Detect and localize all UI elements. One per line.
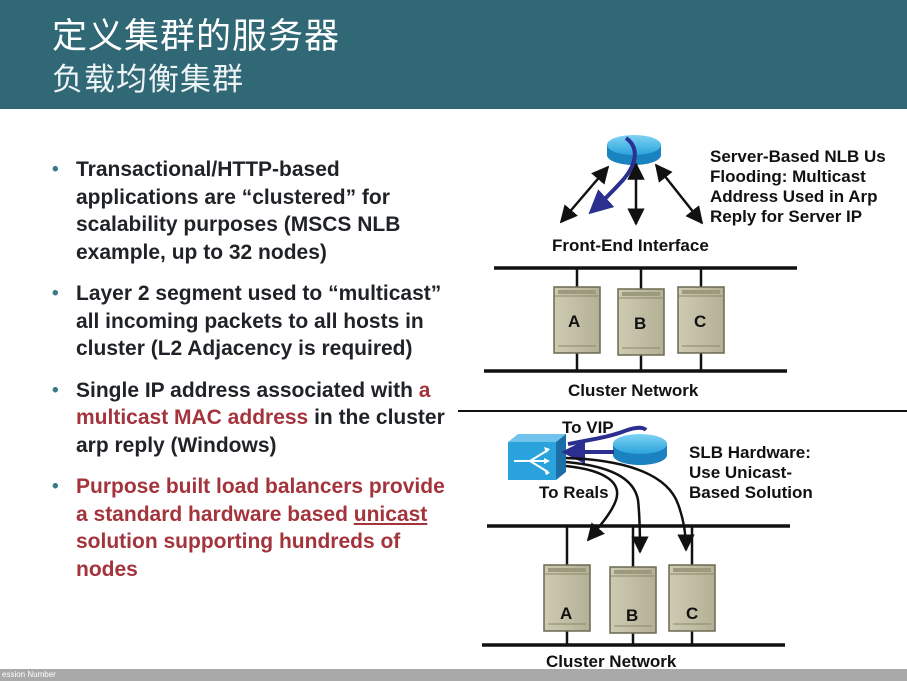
top-server-a: A [553,268,601,371]
real-arrow-a [565,464,619,542]
front-end-interface-label: Front-End Interface [552,236,709,255]
bottom-server-a-label: A [560,604,572,623]
bottom-server-a: A [543,526,591,645]
title-bar: 定义集群的服务器 负载均衡集群 [0,0,907,109]
top-arrow-right [654,163,704,225]
bottom-router-icon [613,434,667,465]
bullet-3-highlight: a multicast MAC address [76,378,431,430]
bottom-note-line-1: SLB Hardware: [689,443,811,462]
to-vip-label: To VIP [562,418,614,437]
bullet-3-post: in the cluster arp reply (Windows) [76,406,445,457]
top-server-b: B [617,268,665,371]
top-arrow-left [559,165,610,224]
top-cluster-network-label: Cluster Network [568,381,699,400]
bottom-cluster-network-label: Cluster Network [546,652,677,671]
bottom-server-b: B [609,526,657,645]
bottom-note-line-2: Use Unicast- [689,463,792,482]
top-note-line-1: Server-Based NLB Us [710,147,886,166]
bullet-4: • Purpose built load balancers provide a… [52,473,452,583]
bottom-note-line-3: Based Solution [689,483,813,502]
bullet-3: • Single IP address associated with a mu… [52,377,452,460]
top-server-a-label: A [568,312,580,331]
top-server-c-label: C [694,312,706,331]
bullet-1-text: Transactional/HTTP-based applications ar… [76,158,401,264]
slide-title: 定义集群的服务器 [52,17,341,57]
to-reals-label: To Reals [539,483,609,502]
slide-subtitle: 负载均衡集群 [52,62,244,98]
top-note-line-3: Address Used in Arp [710,187,878,206]
bullet-dot-icon: • [52,159,59,180]
bullet-dot-icon: • [52,379,59,401]
bottom-server-c-label: C [686,604,698,623]
bullet-3-pre: Single IP address associated with [76,378,419,402]
bullet-list: • Transactional/HTTP-based applications … [52,156,452,597]
bullet-4-underlined: unicast [353,502,428,526]
bullet-dot-icon: • [52,476,59,497]
real-arrow-b [565,460,649,554]
bullet-2: • Layer 2 segment used to “multicast” al… [52,280,452,363]
real-arrow-c [565,456,695,552]
top-note-line-2: Flooding: Multicast [710,167,866,186]
top-server-b-label: B [634,314,646,333]
bullet-4-post: solution supporting hundreds of nodes [76,530,401,581]
footer-bar [0,669,907,681]
top-flood-arrow [588,136,637,215]
bullet-1: • Transactional/HTTP-based applications … [52,156,452,266]
top-note-line-4: Reply for Server IP [710,207,862,226]
top-server-c: C [677,268,725,371]
bullet-4-pre: Purpose built load balancers provide a s… [76,475,445,526]
bottom-server-b-label: B [626,606,638,625]
bullet-dot-icon: • [52,283,59,304]
load-balancer-switch-icon [508,434,566,480]
bottom-server-c: C [668,526,716,645]
vip-flow-arrow [567,425,648,446]
bullet-2-text: Layer 2 segment used to “multicast” all … [76,282,442,360]
footer-session-number: ession Number [2,670,56,679]
